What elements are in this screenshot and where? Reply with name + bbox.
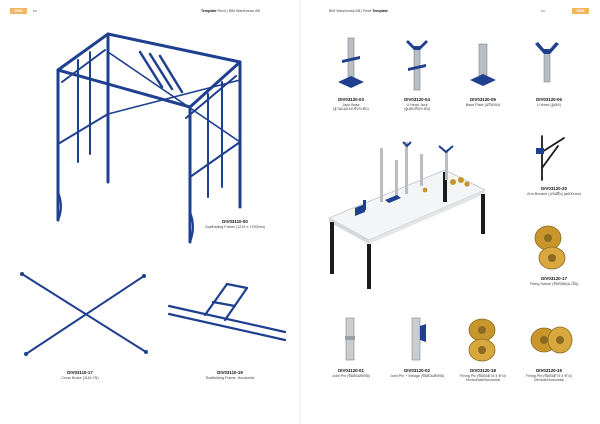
item-label: Joint Pin (ข้อต่อแท่งท่อ) bbox=[331, 373, 371, 378]
u-head-illustration bbox=[535, 42, 559, 83]
item-label-secondary: Vertical/Horizontal bbox=[534, 378, 564, 383]
item-code: DIV03110-19 bbox=[217, 370, 243, 375]
item-label: U Head (ยูเฮด) bbox=[536, 102, 562, 107]
scaffolding-frame-illustration bbox=[56, 32, 242, 244]
item-label-secondary: (ยูเฮดปรับระดับ) bbox=[404, 107, 430, 112]
base-plate-illustration bbox=[470, 43, 496, 86]
item-caption: DIV03120-02 Joint Pin + Wedge (ข้อต่อแท่… bbox=[384, 368, 450, 378]
item-caption: DIV03120-20 Arm Bracket (แขนยื่น) (ø600m… bbox=[516, 186, 592, 196]
header-title-bold: Template bbox=[201, 9, 217, 13]
item-code: DIV03120-19 bbox=[536, 368, 562, 373]
jack-base-illustration bbox=[338, 37, 364, 88]
item-caption: DIV03120-06 U Head (ยูเฮด) bbox=[516, 97, 582, 107]
header-title-left: Template Revit | BIM Warehouse AB bbox=[201, 9, 260, 14]
header-title-rest: Revit | BIM Warehouse AB bbox=[216, 9, 260, 13]
page-gutter bbox=[299, 0, 301, 424]
fixing-pin-vertical-illustration bbox=[530, 326, 573, 354]
item-caption: DIV03110-17 Cross Brace (1116.7N) bbox=[40, 370, 120, 380]
header-title-right: BIM Warehouse AB | Revit Template bbox=[329, 9, 388, 14]
item-label: Fixing Pin (ข้อต่อตาย 4 ทาง) bbox=[459, 373, 507, 378]
item-code: DIV03120-06 bbox=[536, 97, 562, 102]
item-label: Fixing Pin (ข้อต่อตาย 4 ทาง) bbox=[525, 373, 573, 378]
header-mark-left: ••• bbox=[33, 9, 37, 13]
item-label: Arm Bracket (แขนยื่น) (ø600mm) bbox=[527, 191, 581, 196]
item-label: Scaffolding Frame (1219 x 1700mm) bbox=[205, 224, 265, 229]
cross-brace-illustration bbox=[20, 272, 148, 356]
item-caption: DIV03120-19 Fixing Pin (ข้อต่อตาย 4 ทาง)… bbox=[516, 368, 582, 383]
joint-pin-illustration bbox=[345, 317, 355, 361]
item-label: Joint Pin + Wedge (ข้อต่อแท่งท่อ) bbox=[389, 373, 445, 378]
item-label: Jack Base bbox=[342, 102, 360, 107]
page-number-left: 0060 bbox=[10, 8, 27, 14]
item-code: DIV03120-20 bbox=[541, 186, 567, 191]
header-title-rest: BIM Warehouse AB | Revit bbox=[329, 9, 373, 13]
item-code: DIV03110-00 bbox=[222, 219, 248, 224]
item-code: DIV03120-01 bbox=[338, 368, 364, 373]
horizontal-frame-illustration bbox=[167, 282, 287, 342]
item-caption: DIV03120-05 Base Plate (แป้นรอง) bbox=[450, 97, 516, 107]
item-label: Scaffolding Frame, Horizontal bbox=[205, 375, 255, 380]
item-caption: DIV03120-01 Joint Pin (ข้อต่อแท่งท่อ) bbox=[318, 368, 384, 378]
item-label: Base Plate (แป้นรอง) bbox=[465, 102, 501, 107]
header-mark-right: ••• bbox=[541, 9, 545, 13]
item-code: DIV03120-02 bbox=[404, 368, 430, 373]
item-label-secondary: (ฐานแม่แรงปรับระดับ) bbox=[333, 107, 369, 112]
item-code: DIV03110-17 bbox=[67, 370, 93, 375]
joint-pin-wedge-illustration bbox=[411, 317, 426, 361]
fixing-swivel-illustration bbox=[534, 225, 566, 270]
u-head-jack-illustration bbox=[406, 40, 428, 91]
item-code: DIV03120-04 bbox=[404, 97, 430, 102]
item-code: DIV03120-17 bbox=[541, 276, 567, 281]
item-caption: DIV03120-04 U Head Jack (ยูเฮดปรับระดับ) bbox=[384, 97, 450, 112]
item-caption: DIV03110-00 Scaffolding Frame (1219 x 17… bbox=[195, 219, 275, 229]
item-label: Cross Brace (1116.7N) bbox=[61, 375, 99, 380]
item-label: Fixing Swivel (ข้อต่อหมุน เป็น) bbox=[529, 281, 579, 286]
fixing-pin-horizontal-illustration bbox=[468, 318, 496, 362]
item-label: U Head Jack bbox=[406, 102, 428, 107]
item-label-secondary: Horizontal/Horizontal bbox=[465, 378, 501, 383]
item-caption: DIV03110-19 Scaffolding Frame, Horizonta… bbox=[185, 370, 275, 380]
page-number-right: 0061 bbox=[572, 8, 589, 14]
item-code: DIV03120-05 bbox=[470, 97, 496, 102]
item-caption: DIV03120-03 Jack Base (ฐานแม่แรงปรับระดั… bbox=[318, 97, 384, 112]
item-code: DIV03120-03 bbox=[338, 97, 364, 102]
item-caption: DIV03120-17 Fixing Swivel (ข้อต่อหมุน เป… bbox=[516, 276, 592, 286]
item-code: DIV03120-18 bbox=[470, 368, 496, 373]
item-caption: DIV03120-18 Fixing Pin (ข้อต่อตาย 4 ทาง)… bbox=[450, 368, 516, 383]
table-assembly-illustration bbox=[328, 141, 486, 289]
header-title-bold: Template bbox=[372, 9, 388, 13]
arm-bracket-illustration bbox=[536, 135, 565, 181]
